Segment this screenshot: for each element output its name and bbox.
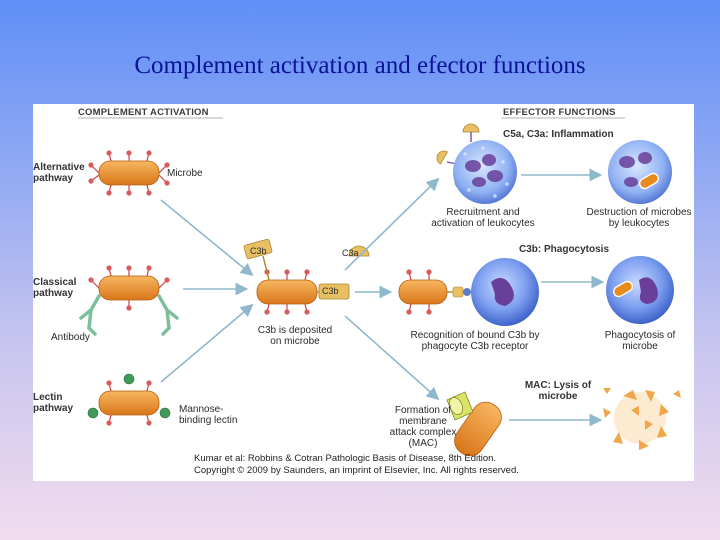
label-phagocytosis-title: C3b: Phagocytosis (519, 244, 610, 255)
label-mac-formation: Formation of membrane attack complex (MA… (389, 405, 457, 449)
arrow-to-mac (344, 315, 440, 401)
microbe-opsonized (398, 269, 448, 315)
arrow-lectin (160, 303, 254, 383)
label-phagocytosis: Phagocytosis of microbe (604, 330, 676, 352)
c3b-fragment-top (243, 238, 273, 281)
credit-line-2: Copyright © 2009 by Saunders, an imprint… (194, 465, 519, 476)
c3b-receptor-binding (447, 286, 471, 298)
label-alternative-pathway: Alternative pathway (33, 162, 85, 184)
arrow-to-inflammation (344, 177, 440, 271)
microbe-central (256, 269, 318, 315)
microbe-alternative (88, 150, 170, 196)
activation-header: COMPLEMENT ACTIVATION (78, 107, 209, 118)
figure-graphics (78, 117, 681, 457)
figure-credit: Kumar et al: Robbins & Cotran Pathologic… (194, 453, 519, 477)
c3a-fragment (348, 245, 370, 257)
label-recognition: Recognition of bound C3b by phagocyte C3… (410, 330, 540, 352)
microbe-lectin (87, 373, 171, 426)
lysed-microbe-fragments (603, 388, 681, 450)
leukocyte-destroying (608, 140, 672, 204)
label-microbe: Microbe (167, 168, 203, 179)
label-antibody: Antibody (51, 332, 90, 343)
label-classical-pathway: Classical pathway (33, 277, 77, 299)
leukocyte-recruited (453, 140, 517, 204)
complement-figure: COMPLEMENT ACTIVATION EFFECTOR FUNCTIONS… (33, 104, 694, 481)
mac-complex (446, 391, 502, 457)
phagocyte-ingested (606, 256, 674, 324)
credit-line-1: Kumar et al: Robbins & Cotran Pathologic… (194, 453, 497, 464)
label-c3b-top: C3b (250, 246, 267, 256)
phagocyte-receptor-cell (471, 258, 539, 326)
c3b-fragment-right (317, 283, 350, 300)
microbe-classical (88, 265, 170, 311)
antibody-right (157, 294, 179, 336)
label-destruction: Destruction of microbes by leukocytes (586, 207, 692, 229)
label-c3b-deposited: C3b is deposited on microbe (257, 325, 333, 347)
slide-title: Complement activation and efector functi… (134, 52, 586, 79)
label-mannose-binding-lectin: Mannose-binding lectin (179, 404, 238, 426)
antibody-left (79, 294, 101, 336)
label-lectin-pathway: Lectin pathway (33, 392, 74, 414)
label-inflammation-title: C5a, C3a: Inflammation (503, 129, 614, 140)
arrow-alternative (160, 199, 254, 277)
label-c3b-right: C3b (322, 286, 339, 296)
label-recruitment: Recruitment and activation of leukocytes (431, 207, 535, 229)
label-c3a: C3a (342, 248, 359, 258)
effector-header: EFFECTOR FUNCTIONS (503, 107, 616, 118)
label-mac-title: MAC: Lysis of microbe (524, 380, 592, 402)
